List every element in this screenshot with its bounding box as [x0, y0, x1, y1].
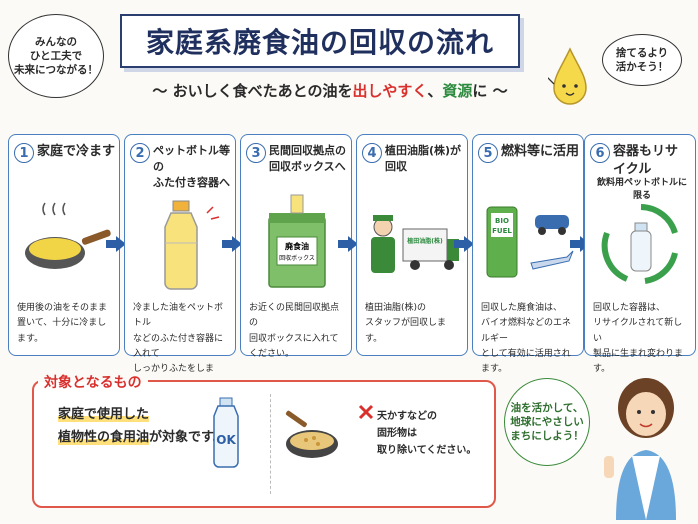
- oil-drop-mascot-icon: [548, 47, 587, 105]
- step-desc-line: 回収ボックスに入れて: [249, 333, 339, 344]
- step-card-2: 2 ペットボトル等の ふた付き容器へ 冷ました油をペットボトル などのふた付き容…: [124, 134, 236, 389]
- woman-illustration-icon: [604, 378, 676, 520]
- target-description: 家庭で使用した 植物性の食用油が対象です。: [58, 404, 226, 450]
- target-line-1: 家庭で使用した: [58, 407, 150, 422]
- step-desc-line: などのふた付き容器に入れて: [133, 333, 224, 359]
- step-desc-line: バイオ燃料などのエネルギー: [481, 318, 572, 344]
- bubble-line: 油を活かして、: [510, 401, 584, 414]
- bubble-line: 未来につながる！: [14, 64, 98, 77]
- collection-box-icon: 廃食油 回収ボックス: [268, 194, 326, 288]
- flow-arrow-icon: [106, 236, 126, 252]
- box-label-line: 回収ボックス: [279, 254, 315, 262]
- step-desc-line: お近くの民間回収拠点の: [249, 303, 340, 329]
- step-number: 6: [590, 143, 610, 163]
- bubble-line: 活かそう！: [615, 61, 669, 73]
- subtitle-prefix: 〜 おいしく食べたあとの油を: [152, 82, 353, 100]
- subtitle-emphasis-green: 資源: [442, 82, 473, 100]
- step-card-6: 6 容器もリサイクル 飲料用ペットボトルに限る 回収した容器は、 リサイクルされ…: [584, 134, 696, 374]
- step-number: 3: [246, 143, 266, 163]
- step-desc-line: 回収した容器は、: [593, 303, 666, 313]
- page-title: 家庭系廃食油の回収の流れ: [145, 26, 494, 59]
- step-desc-line: 植田油脂(株)の: [365, 303, 427, 313]
- target-section-title: 対象となるもの: [38, 372, 148, 392]
- step-desc-line: として有効に活用されます。: [481, 348, 571, 375]
- flow-arrow-icon: [222, 236, 242, 252]
- subtitle: 〜 おいしく食べたあとの油を出しやすく、資源に 〜: [130, 80, 530, 101]
- bio-fuel-pump-icon: BIO FUEL: [486, 206, 574, 278]
- bio-label-line: BIO: [495, 217, 509, 225]
- step-number: 5: [478, 143, 498, 163]
- box-label-line: 廃食油: [285, 241, 309, 251]
- subtitle-comma: 、: [427, 82, 443, 100]
- step-desc-line: ください。: [249, 348, 295, 359]
- step-title: 燃料等に活用: [501, 144, 580, 159]
- subtitle-suffix: に 〜: [472, 82, 508, 100]
- truck-label: 植田油脂(株): [406, 237, 443, 245]
- subtitle-emphasis-red: 出しやすく: [352, 82, 428, 100]
- section-divider: [270, 394, 271, 494]
- speech-bubble-top-left: みんなの ひと工夫で 未来につながる！: [8, 14, 104, 98]
- frying-pan-icon: [25, 202, 111, 269]
- bubble-line: みんなの: [35, 35, 77, 48]
- note-line: 固形物は: [377, 428, 417, 439]
- step-card-3: 3 民間回収拠点の 回収ボックスへ 廃食油 回収ボックス お近くの民間回収拠点の…: [240, 134, 352, 359]
- oil-bottle-icon: [164, 200, 220, 290]
- step-number: 1: [14, 143, 34, 163]
- step-card-1: 1 家庭で冷ます 使用後の油をそのまま 置いて、十分に冷まします。: [8, 134, 120, 356]
- step-title: 民間回収拠点の 回収ボックスへ: [269, 143, 346, 175]
- step-desc-line: リサイクルされて新しい: [593, 318, 683, 344]
- step-desc-line: 回収した廃食油は、: [481, 303, 563, 313]
- step-subnote: 飲料用ペットボトルに限る: [596, 178, 687, 201]
- step-title-line: ふた付き容器へ: [153, 175, 230, 189]
- step-desc-line: 置いて、十分に冷まします。: [17, 318, 107, 344]
- collection-truck-icon: 植田油脂(株): [371, 215, 459, 273]
- target-note: 天かすなどの 固形物は 取り除いてください。: [377, 408, 476, 459]
- speech-bubble-bottom-right: 油を活かして、 地球にやさしい まちにしよう！: [504, 378, 590, 466]
- step-number: 2: [130, 143, 150, 163]
- target-line-2b: が対象です。: [149, 429, 226, 445]
- bubble-line: ひと工夫で: [29, 49, 83, 62]
- step-title-line: 回収: [385, 159, 407, 173]
- step-title: 家庭で冷ます: [37, 144, 116, 159]
- step-title-line: 回収ボックスへ: [269, 159, 346, 173]
- pan-with-tenkasu-icon: [285, 410, 338, 458]
- bubble-line: 捨てるより: [615, 46, 669, 59]
- target-line-2a: 植物性の食用油: [58, 429, 150, 445]
- title-box: 家庭系廃食油の回収の流れ: [120, 14, 520, 68]
- flow-arrow-icon: [454, 236, 474, 252]
- step-card-4: 4 植田油脂(株)が 回収 植田油脂(株) 植田油脂(株)の スタッフが回収しま…: [356, 134, 468, 356]
- step-desc-line: 使用後の油をそのまま: [17, 303, 108, 313]
- cross-mark-icon: [358, 404, 374, 420]
- step-title-line: ペットボトル等の: [153, 144, 230, 173]
- ok-bottle-icon: OK: [213, 397, 239, 468]
- step-title: 容器もリサイクル: [613, 144, 679, 178]
- step-desc-line: 冷ました油をペットボトル: [133, 303, 224, 329]
- ok-label: OK: [216, 433, 236, 447]
- step-title-line: 植田油脂(株)が: [385, 144, 462, 157]
- bubble-line: 地球にやさしい: [510, 415, 584, 428]
- step-desc-line: スタッフが回収します。: [365, 318, 447, 344]
- note-line: 取り除いてください。: [377, 445, 477, 456]
- speech-bubble-top-right: 捨てるより 活かそう！: [602, 34, 682, 86]
- step-desc-line: 製品に生まれ変わります。: [593, 348, 684, 375]
- step-title: 植田油脂(株)が 回収: [385, 143, 461, 175]
- note-line: 天かすなどの: [377, 411, 437, 422]
- step-card-5: 5 燃料等に活用 BIO FUEL 回収した廃食油は、 バイオ燃料などのエネルギ…: [472, 134, 584, 374]
- step-number: 4: [362, 143, 382, 163]
- bubble-line: まちにしよう！: [510, 430, 584, 443]
- bio-label-line: FUEL: [492, 227, 512, 235]
- step-title-line: 民間回収拠点の: [269, 144, 346, 157]
- recycle-bottle-icon: [601, 204, 678, 284]
- step-title: ペットボトル等の ふた付き容器へ: [153, 143, 231, 191]
- flow-arrow-icon: [338, 236, 358, 252]
